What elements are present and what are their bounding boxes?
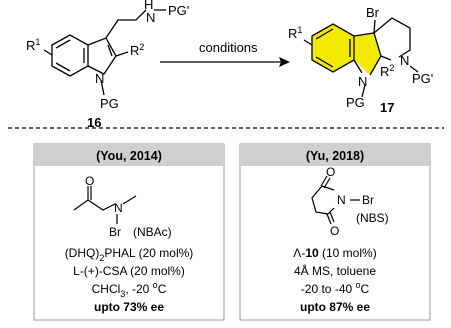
panel-yu-2018: (Yu, 2018) O O N Br (NBS) Λ-10 (10 mol%)… <box>239 143 431 321</box>
nbac-structure <box>73 186 137 224</box>
nbs-n: N <box>337 193 346 207</box>
reactant-16 <box>43 9 166 96</box>
reactant-amine-h: H <box>144 0 153 12</box>
panel-1-condition-3: CHCl3, -20 oC <box>92 280 167 299</box>
reaction-arrow <box>160 57 290 67</box>
nbs-o-top: O <box>326 165 335 179</box>
reactant-indole-n: N <box>95 71 104 86</box>
compound-number-17: 17 <box>380 100 394 115</box>
panel-2-condition-2: 4Å MS, toluene <box>294 263 376 278</box>
reactant-amine-pg: PG' <box>168 3 189 18</box>
product-br: Br <box>366 5 380 20</box>
nbs-o-bottom: O <box>330 224 339 238</box>
panel-you-2014: (You, 2014) O N Br (NBAc) (DHQ)2PHAL (20… <box>33 143 225 321</box>
product-r1: R1 <box>288 25 302 41</box>
nbac-n: N <box>114 201 123 215</box>
reactant-amine-n: N <box>146 10 155 25</box>
panel-1-condition-2: L-(+)-CSA (20 mol%) <box>73 264 185 278</box>
product-17 <box>303 17 419 98</box>
nbs-br: Br <box>362 193 374 207</box>
product-pg: PG <box>346 95 365 110</box>
panel-2-condition-3: -20 to -40 oC <box>301 280 370 296</box>
nbac-br: Br <box>109 225 121 239</box>
reactant-r2: R2 <box>130 42 144 58</box>
compound-number-16: 16 <box>87 115 101 130</box>
product-n2: N <box>400 53 409 68</box>
reactant-r1: R1 <box>26 37 40 53</box>
product-n1: N <box>358 74 367 89</box>
product-highlight <box>312 24 381 75</box>
panel-1-header: (You, 2014) <box>96 149 162 163</box>
product-pg2: PG' <box>412 71 433 86</box>
nbac-label: (NBAc) <box>133 225 172 239</box>
product-r2: R2 <box>380 63 394 79</box>
panel-1-condition-1: (DHQ)2PHAL (20 mol%) <box>65 246 194 263</box>
panel-2-header: (Yu, 2018) <box>306 149 364 163</box>
nbac-o: O <box>85 174 94 188</box>
panel-2-result: upto 87% ee <box>300 300 370 314</box>
panel-1-result: upto 73% ee <box>94 300 164 314</box>
reactant-pg: PG <box>100 96 119 111</box>
nbs-structure <box>311 175 360 225</box>
nbs-label: (NBS) <box>356 211 389 225</box>
arrow-label: conditions <box>199 40 258 55</box>
panel-2-condition-1: Λ-10 (10 mol%) <box>293 246 376 260</box>
